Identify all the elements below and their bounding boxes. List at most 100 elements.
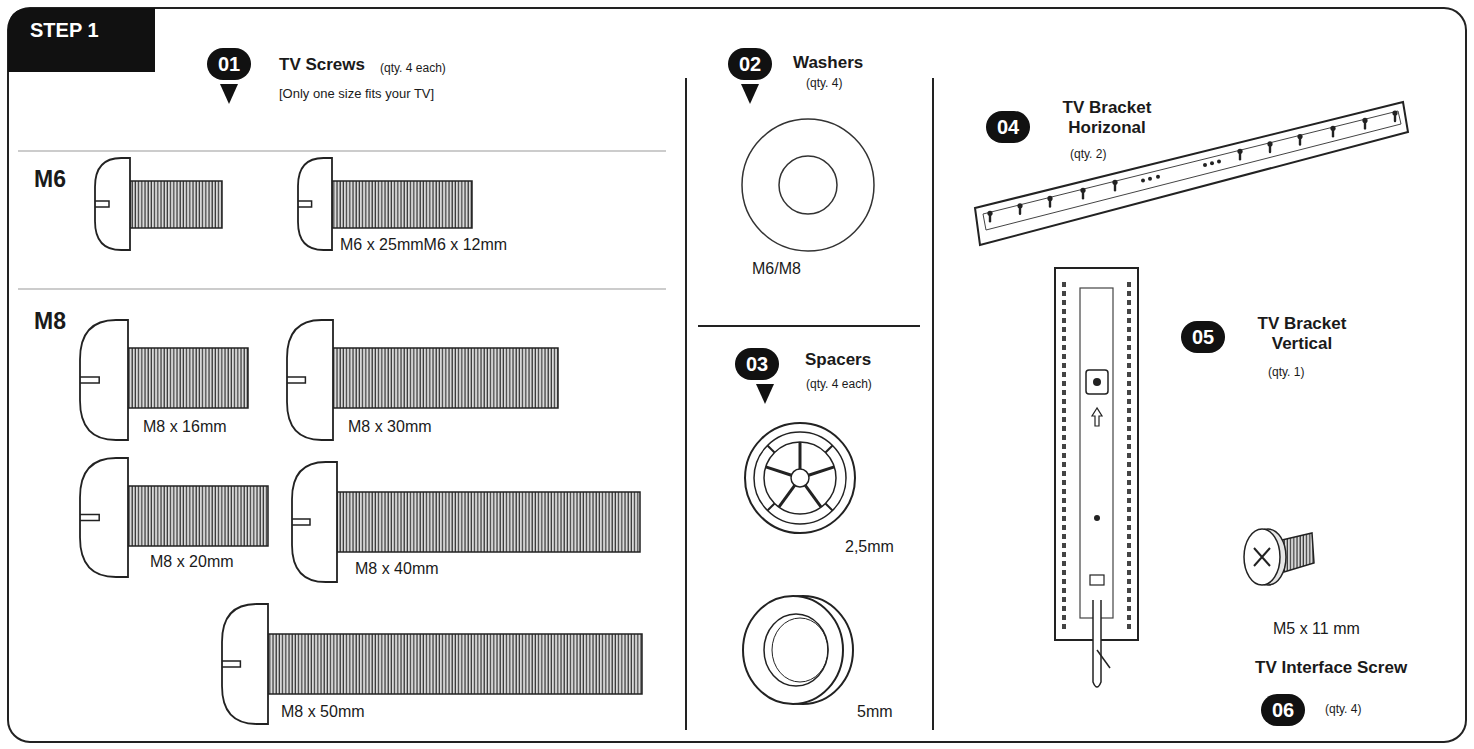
screw-slot (1254, 548, 1270, 566)
screw-slot (95, 201, 109, 207)
bracket-hole (1062, 570, 1066, 575)
spacer-thick (743, 596, 853, 704)
bracket-hole (1217, 160, 1221, 164)
bracket-channel (1080, 288, 1113, 618)
spacer-spoke (766, 467, 792, 475)
bracket-hole (1127, 426, 1131, 431)
bracket-hole (1127, 480, 1131, 485)
part-size: M8 x 16mm (143, 418, 227, 436)
spacer-bore-depth (772, 618, 828, 682)
keyhole (1017, 203, 1022, 208)
screw-slot (292, 519, 310, 525)
callout-number: 06 (1261, 694, 1305, 726)
release-cord (1093, 600, 1101, 687)
screw-slot (80, 377, 99, 383)
bracket-hole (1127, 372, 1131, 377)
quantity-note: (qty. 4 each) (380, 62, 446, 76)
keyhole (1237, 149, 1242, 154)
bracket-hole (1156, 175, 1160, 179)
quantity-note: (qty. 4 each) (806, 378, 872, 392)
quantity-note: (qty. 2) (1070, 148, 1106, 162)
bracket-hole (1062, 381, 1066, 386)
keyhole (1392, 110, 1397, 115)
bracket-hole (1127, 579, 1131, 584)
screw-shank (128, 348, 248, 408)
bracket-hole (1062, 498, 1066, 503)
bracket-hole (1062, 372, 1066, 377)
callout-number: 05 (1181, 321, 1225, 353)
bracket-hole (1062, 354, 1066, 359)
divider (932, 78, 934, 730)
bracket-hole (1062, 597, 1066, 602)
callout-number: 04 (986, 111, 1030, 143)
keyhole (987, 211, 992, 216)
bracket-hole (1127, 471, 1131, 476)
bracket-hole (1062, 318, 1066, 323)
bracket-hole (1062, 345, 1066, 350)
screw-head (95, 158, 130, 250)
bracket-hole (1127, 345, 1131, 350)
part-size: M8 x 20mm (150, 553, 234, 571)
bracket-hole (1062, 525, 1066, 530)
bracket-hole (1148, 177, 1152, 181)
bracket-hole (1127, 381, 1131, 386)
bracket-hole (1127, 327, 1131, 332)
bracket-hole (1127, 309, 1131, 314)
bracket-hole (1062, 300, 1066, 305)
washer (742, 119, 874, 251)
screw-shank (268, 634, 642, 694)
pointer-triangle (220, 84, 238, 104)
bracket-hole (1062, 390, 1066, 395)
divider (18, 289, 666, 290)
spacer-spoke (809, 467, 835, 475)
screws (80, 158, 642, 724)
keyhole (1047, 196, 1052, 201)
bracket-hole (1062, 507, 1066, 512)
callout-number: 02 (728, 48, 772, 80)
bracket-hole (1127, 525, 1131, 530)
divider (685, 78, 687, 730)
bracket-slot (1090, 575, 1104, 585)
bracket-hole (1062, 606, 1066, 611)
bracket-hole (1062, 480, 1066, 485)
spacer-ring (764, 442, 836, 514)
bracket-hole (1062, 309, 1066, 314)
screw-head (1244, 529, 1280, 585)
bracket-hole (1127, 615, 1131, 620)
spacer-rib (825, 445, 832, 452)
bracket-hole (1210, 161, 1214, 165)
keyhole (1362, 118, 1367, 123)
spacer-front (743, 596, 843, 704)
bracket-hole (1141, 178, 1145, 182)
callout-number: 01 (207, 48, 251, 80)
spacer-rib (767, 503, 774, 510)
screw-shank (1282, 533, 1314, 572)
bracket-hole (1127, 291, 1131, 296)
keyhole (1297, 134, 1302, 139)
bracket-hole (1062, 534, 1066, 539)
bracket-hole (1127, 399, 1131, 404)
screw-head (298, 158, 332, 250)
screw-slot (222, 661, 240, 667)
bracket-hole (1127, 300, 1131, 305)
screw-head (292, 462, 337, 582)
bracket-hole (1062, 543, 1066, 548)
bracket-hole (1127, 363, 1131, 368)
bracket-hole (1062, 453, 1066, 458)
bracket-hole (1062, 435, 1066, 440)
screw-shank (332, 181, 472, 228)
part-size: M8 x 50mm (281, 703, 365, 721)
up-arrow (1092, 408, 1102, 426)
keyhole (1330, 126, 1335, 131)
bracket-hole (1062, 579, 1066, 584)
screw-head (80, 320, 128, 440)
bracket-outline (1055, 268, 1138, 640)
part-size: 5mm (857, 703, 893, 721)
quantity-note: (qty. 4) (806, 77, 842, 91)
bracket-hole (1127, 417, 1131, 422)
bracket-hole (1094, 515, 1100, 521)
bracket-hole (1062, 291, 1066, 296)
bracket-hole (1127, 534, 1131, 539)
